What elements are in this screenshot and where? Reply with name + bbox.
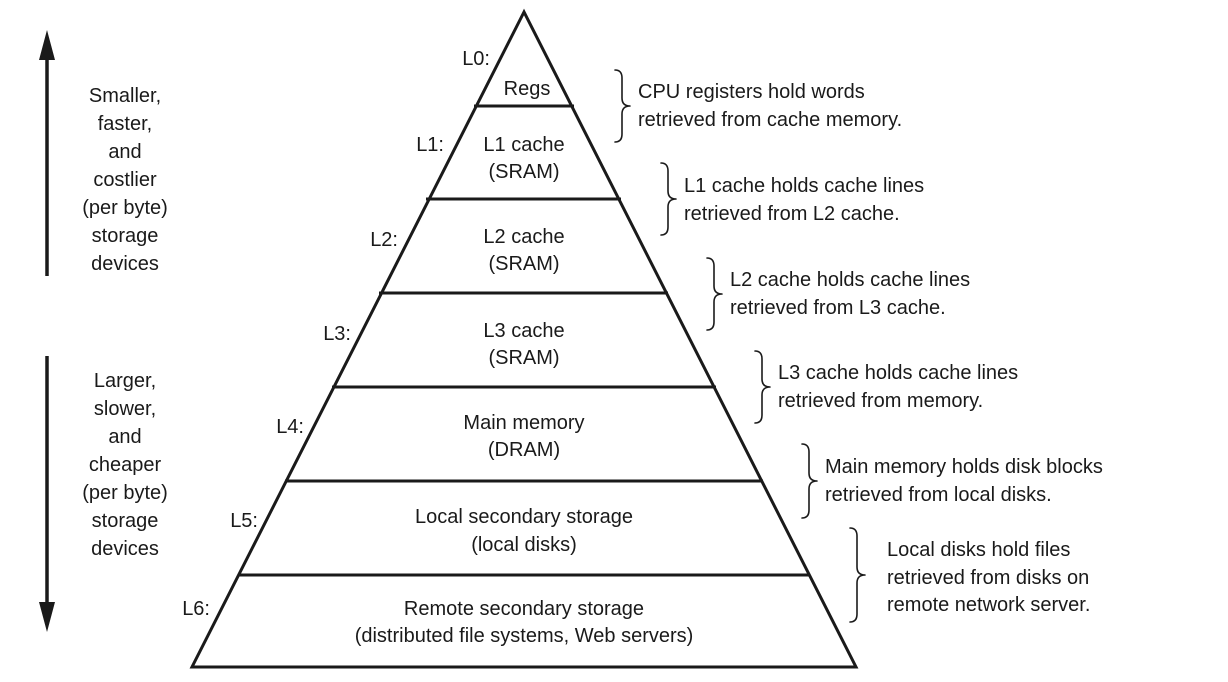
level-text-l3-tech: (SRAM) (488, 347, 559, 369)
level-text-l6-name: Remote secondary storage (404, 598, 644, 620)
brace (614, 69, 631, 143)
pyramid-outline (189, 8, 859, 669)
brace (801, 443, 818, 519)
level-text-regs: Regs (504, 78, 551, 100)
side-top-line: and (108, 141, 141, 163)
note-l4-line1: Main memory holds disk blocks (825, 456, 1103, 478)
arrow-down-icon (39, 602, 55, 632)
level-text-l4-tech: (DRAM) (488, 439, 560, 461)
level-label-l5: L5: (230, 510, 258, 532)
level-label-l6: L6: (182, 598, 210, 620)
note-l2-line2: retrieved from L3 cache. (730, 297, 946, 319)
side-top-line: Smaller, (89, 85, 161, 107)
side-bottom-line: and (108, 426, 141, 448)
side-bottom-line: Larger, (94, 370, 156, 392)
note-l5-line2: retrieved from disks on (887, 567, 1089, 589)
side-bottom-line: (per byte) (82, 482, 168, 504)
note-l3-line2: retrieved from memory. (778, 390, 983, 412)
note-l4-line2: retrieved from local disks. (825, 484, 1052, 506)
brace (849, 527, 866, 623)
level-text-l5-name: Local secondary storage (415, 506, 633, 528)
side-top-line: storage (92, 225, 159, 247)
level-label-l3: L3: (323, 323, 351, 345)
level-text-l6-tech: (distributed file systems, Web servers) (355, 625, 694, 647)
level-text-l5-tech: (local disks) (471, 534, 577, 556)
note-l3-line1: L3 cache holds cache lines (778, 362, 1018, 384)
side-top-line: devices (91, 253, 159, 275)
brace (754, 350, 771, 424)
level-text-l3-name: L3 cache (483, 320, 564, 342)
level-text-l2-name: L2 cache (483, 226, 564, 248)
note-l0-line2: retrieved from cache memory. (638, 109, 902, 131)
level-text-l4-name: Main memory (463, 412, 584, 434)
side-top-line: faster, (98, 113, 152, 135)
note-l0-line1: CPU registers hold words (638, 81, 865, 103)
level-label-l0: L0: (462, 48, 490, 70)
side-top-line: (per byte) (82, 197, 168, 219)
note-l1-line2: retrieved from L2 cache. (684, 203, 900, 225)
side-bottom-line: storage (92, 510, 159, 532)
note-l1-line1: L1 cache holds cache lines (684, 175, 924, 197)
side-top-line: costlier (93, 169, 157, 191)
side-bottom-line: cheaper (89, 454, 162, 476)
level-label-l2: L2: (370, 229, 398, 251)
level-text-l2-tech: (SRAM) (488, 253, 559, 275)
side-bottom-line: devices (91, 538, 159, 560)
arrow-up-icon (39, 30, 55, 60)
note-l5-line1: Local disks hold files (887, 539, 1070, 561)
level-label-l4: L4: (276, 416, 304, 438)
brace (706, 257, 723, 331)
brace (660, 162, 677, 236)
note-l5-line3: remote network server. (887, 594, 1090, 616)
level-text-l1-tech: (SRAM) (488, 161, 559, 183)
side-bottom-line: slower, (94, 398, 156, 420)
level-label-l1: L1: (416, 134, 444, 156)
level-text-l1-name: L1 cache (483, 134, 564, 156)
note-l2-line1: L2 cache holds cache lines (730, 269, 970, 291)
